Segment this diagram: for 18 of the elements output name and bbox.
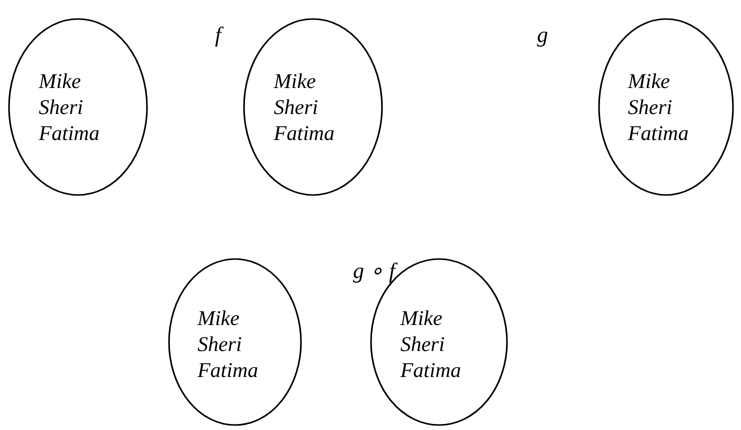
- element-name: Fatima: [38, 120, 100, 146]
- element-name: Fatima: [628, 120, 689, 146]
- function-label: f: [215, 22, 222, 48]
- element-name: Mike: [400, 305, 442, 332]
- element-name: Sheri: [197, 331, 242, 358]
- element-name: Sheri: [400, 331, 445, 358]
- element-name: Sheri: [274, 94, 318, 120]
- element-name: Mike: [628, 68, 670, 94]
- element-name: Mike: [197, 305, 240, 332]
- element-name: Fatima: [274, 120, 334, 146]
- element-name: Sheri: [628, 94, 672, 120]
- element-name: Mike: [274, 68, 316, 94]
- element-name: Sheri: [38, 94, 84, 120]
- function-label: g ∘ f: [353, 258, 396, 284]
- element-name: Mike: [38, 68, 81, 94]
- function-label: g: [537, 22, 548, 48]
- element-name: Fatima: [197, 357, 258, 384]
- element-name: Fatima: [400, 357, 462, 384]
